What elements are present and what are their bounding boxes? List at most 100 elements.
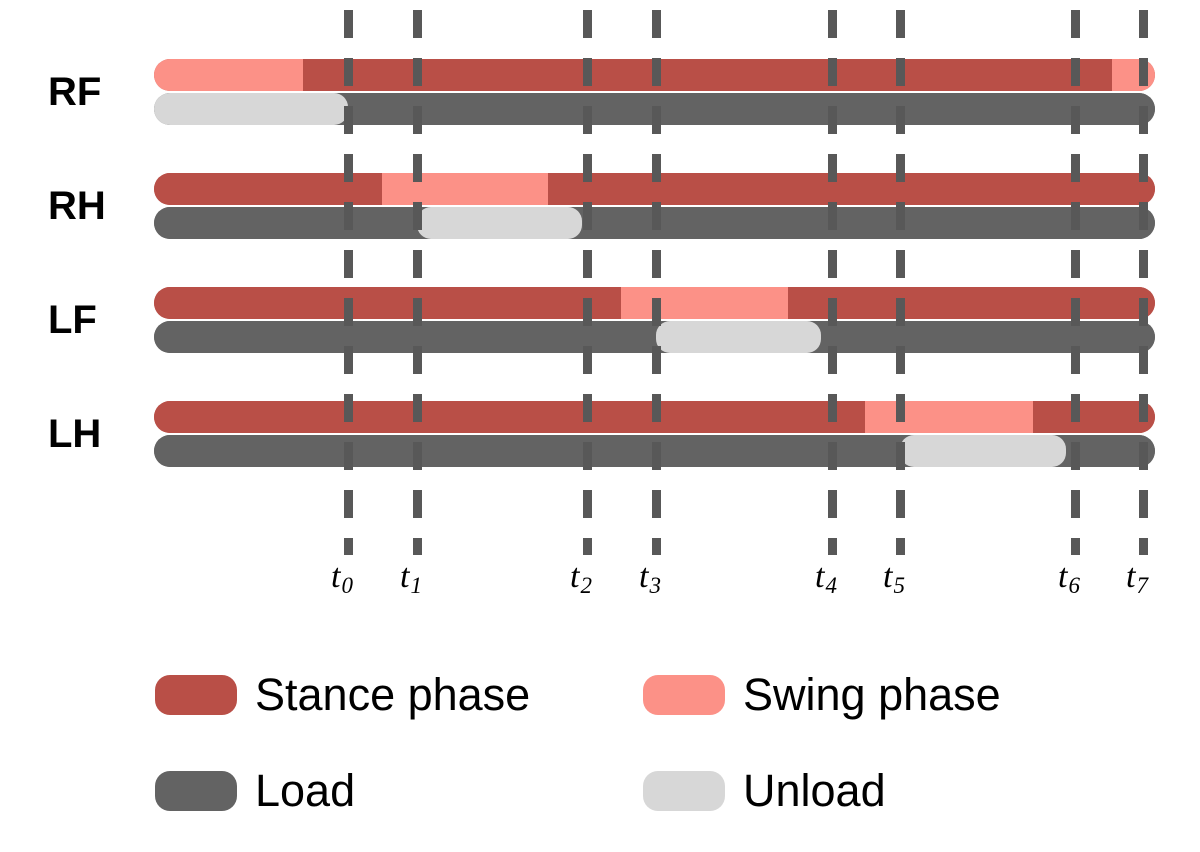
gridline-dash xyxy=(896,346,905,374)
load-segment-load xyxy=(348,93,1155,125)
gridline-dash xyxy=(1139,58,1148,86)
time-tick-label-t5: t5 xyxy=(883,558,905,598)
gridline-dash xyxy=(583,538,592,555)
load-bar-lf xyxy=(154,321,1155,353)
gridline-dash xyxy=(1139,106,1148,134)
gridline-dash xyxy=(896,58,905,86)
phase-segment-stance xyxy=(788,287,1155,319)
gridline-dash xyxy=(344,58,353,86)
gridline-dash xyxy=(828,250,837,278)
time-gridline-t6 xyxy=(1071,10,1080,555)
tick-label-base: t xyxy=(883,558,893,595)
load-segment-unload xyxy=(656,321,821,353)
gridline-dash xyxy=(583,10,592,38)
time-tick-label-t3: t3 xyxy=(639,558,661,598)
gridline-dash xyxy=(1071,394,1080,422)
gridline-dash xyxy=(413,538,422,555)
gridline-dash xyxy=(828,154,837,182)
gridline-dash xyxy=(896,394,905,422)
gridline-dash xyxy=(1071,250,1080,278)
gridline-dash xyxy=(1071,442,1080,470)
gridline-dash xyxy=(413,394,422,422)
row-label-rf: RF xyxy=(48,70,102,114)
gridline-dash xyxy=(828,394,837,422)
legend-item-stance[interactable]: Stance phase xyxy=(155,672,530,717)
gridline-dash xyxy=(828,106,837,134)
load-segment-load xyxy=(154,321,656,353)
gridline-dash xyxy=(1071,106,1080,134)
legend-label-stance: Stance phase xyxy=(255,669,531,720)
gridline-dash xyxy=(652,154,661,182)
legend-label-load: Load xyxy=(255,765,356,816)
time-tick-label-t7: t7 xyxy=(1126,558,1148,598)
time-gridline-t2 xyxy=(583,10,592,555)
gridline-dash xyxy=(583,106,592,134)
phase-segment-swing xyxy=(621,287,788,319)
gridline-dash xyxy=(828,538,837,555)
gridline-dash xyxy=(1139,394,1148,422)
tick-label-base: t xyxy=(570,558,580,595)
tick-label-base: t xyxy=(331,558,341,595)
gridline-dash xyxy=(344,442,353,470)
load-segment-unload xyxy=(900,435,1066,467)
gridline-dash xyxy=(413,298,422,326)
time-gridline-t1 xyxy=(413,10,422,555)
legend-label-swing: Swing phase xyxy=(743,669,1001,720)
tick-label-base: t xyxy=(1126,558,1136,595)
load-segment-load xyxy=(582,207,1155,239)
gridline-dash xyxy=(583,394,592,422)
load-segment-load xyxy=(821,321,1155,353)
row-label-lf: LF xyxy=(48,298,97,342)
load-segment-load xyxy=(154,207,417,239)
gridline-dash xyxy=(652,442,661,470)
load-segment-load xyxy=(154,435,900,467)
gridline-dash xyxy=(1071,298,1080,326)
gridline-dash xyxy=(344,250,353,278)
gridline-dash xyxy=(828,298,837,326)
gridline-dash xyxy=(413,58,422,86)
phase-segment-swing xyxy=(382,173,548,205)
gridline-dash xyxy=(413,346,422,374)
gridline-dash xyxy=(896,442,905,470)
gridline-dash xyxy=(896,298,905,326)
gridline-dash xyxy=(652,490,661,518)
gridline-dash xyxy=(828,490,837,518)
gridline-dash xyxy=(1071,346,1080,374)
gridline-dash xyxy=(652,106,661,134)
gridline-dash xyxy=(413,10,422,38)
time-gridline-t7 xyxy=(1139,10,1148,555)
gridline-dash xyxy=(413,202,422,230)
gridline-dash xyxy=(344,202,353,230)
gridline-dash xyxy=(896,202,905,230)
gridline-dash xyxy=(344,10,353,38)
phase-segment-stance xyxy=(154,287,621,319)
time-gridline-t3 xyxy=(652,10,661,555)
tick-label-base: t xyxy=(815,558,825,595)
gridline-dash xyxy=(896,538,905,555)
legend-item-load[interactable]: Load xyxy=(155,768,355,813)
gridline-dash xyxy=(896,250,905,278)
phase-segment-stance xyxy=(1033,401,1155,433)
gridline-dash xyxy=(896,10,905,38)
legend-item-swing[interactable]: Swing phase xyxy=(643,672,1001,717)
gridline-dash xyxy=(652,250,661,278)
gridline-dash xyxy=(344,298,353,326)
tick-label-base: t xyxy=(400,558,410,595)
gridline-dash xyxy=(1139,490,1148,518)
gridline-dash xyxy=(828,202,837,230)
time-tick-label-t6: t6 xyxy=(1058,558,1080,598)
legend-swatch-stance xyxy=(155,674,237,715)
gridline-dash xyxy=(413,490,422,518)
gridline-dash xyxy=(1071,202,1080,230)
load-segment-unload xyxy=(417,207,582,239)
gridline-dash xyxy=(583,346,592,374)
time-tick-label-t4: t4 xyxy=(815,558,837,598)
gridline-dash xyxy=(828,58,837,86)
gridline-dash xyxy=(1139,250,1148,278)
tick-label-subscript: 5 xyxy=(893,573,905,598)
gridline-dash xyxy=(652,346,661,374)
time-gridline-t0 xyxy=(344,10,353,555)
legend-swatch-unload xyxy=(643,770,725,811)
legend-item-unload[interactable]: Unload xyxy=(643,768,886,813)
